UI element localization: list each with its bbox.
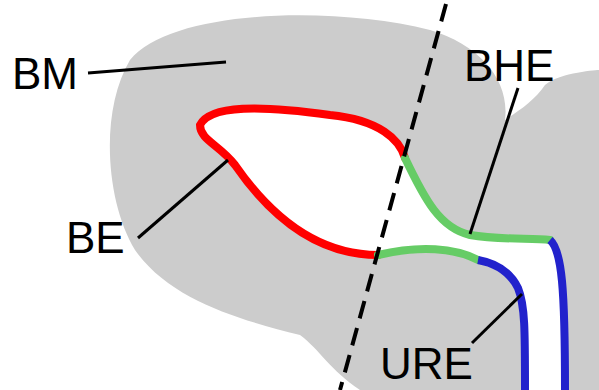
leader-line: [470, 88, 518, 234]
part-label: BHE: [464, 44, 554, 88]
leader-line: [88, 62, 226, 73]
ure-epithelium: [550, 240, 565, 390]
part-label: BM: [12, 52, 78, 96]
bhe-epithelium: [405, 158, 550, 240]
be-epithelium: [200, 108, 405, 255]
lumen: [200, 108, 565, 390]
leader-line: [472, 294, 522, 343]
ure-epithelium: [478, 260, 525, 390]
leader-line: [138, 160, 228, 238]
bhe-epithelium: [378, 249, 478, 260]
section-line: [340, 4, 446, 390]
part-label: BE: [66, 216, 125, 260]
part-label: URE: [380, 342, 473, 386]
